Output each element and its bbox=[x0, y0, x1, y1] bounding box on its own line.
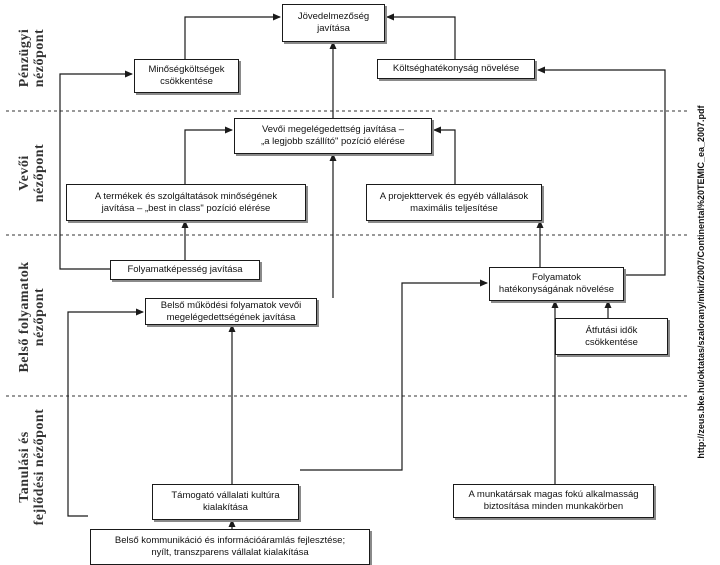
box-supportive-culture: Támogató vállalati kultúra kialakítása bbox=[152, 484, 299, 520]
box-project-plans: A projekttervek és egyéb vállalások maxi… bbox=[366, 184, 542, 221]
box-product-quality: A termékek és szolgáltatások minőségének… bbox=[66, 184, 306, 221]
source-url: http://zeus.bke.hu/oktatas/szalorany/mki… bbox=[696, 105, 706, 459]
arrow-products-to-customer-sat bbox=[184, 126, 233, 184]
strategy-map-diagram bbox=[6, 13, 690, 530]
arrow-projects-to-customer-sat bbox=[433, 126, 456, 184]
box-customer-satisfaction: Vevői megelégedettség javítása – „a legj… bbox=[234, 118, 432, 154]
perspective-label-customer: Vevői nézőpont bbox=[17, 143, 47, 203]
arrow-culture-to-process-eff bbox=[300, 279, 488, 471]
box-internal-communication: Belső kommunikáció és információáramlás … bbox=[90, 529, 370, 565]
arrow-cost-eff-to-profit bbox=[386, 13, 456, 59]
arrow-capability-to-quality-cost bbox=[59, 70, 133, 270]
perspective-dividers bbox=[6, 110, 690, 397]
perspective-label-internal: Belső folyamatok nézőpont bbox=[17, 261, 47, 373]
box-quality-costs: Minőségköltségek csökkentése bbox=[134, 59, 239, 93]
connectors bbox=[59, 13, 666, 530]
box-profitability: Jövedelmezőség javítása bbox=[282, 4, 385, 42]
box-cost-efficiency: Költséghatékonyság növelése bbox=[377, 59, 535, 79]
box-internal-operations: Belső működési folyamatok vevői megelége… bbox=[145, 298, 317, 325]
arrow-quality-cost-to-profit bbox=[184, 13, 281, 59]
box-process-efficiency: Folyamatok hatékonyságának növelése bbox=[489, 267, 624, 301]
box-workforce: A munkatársak magas fokú alkalmasság biz… bbox=[453, 484, 654, 518]
arrow-process-eff-to-cost-eff bbox=[537, 66, 666, 276]
box-lead-time: Átfutási idők csökkentése bbox=[555, 318, 668, 355]
box-process-capability: Folyamatképesség javítása bbox=[110, 260, 260, 280]
perspective-label-financial: Pénzügyi nézőpont bbox=[17, 28, 47, 88]
perspective-label-learning: Tanulási és fejlődési nézőpont bbox=[17, 408, 47, 526]
arrow-communication-to-internal-ops bbox=[67, 308, 144, 517]
